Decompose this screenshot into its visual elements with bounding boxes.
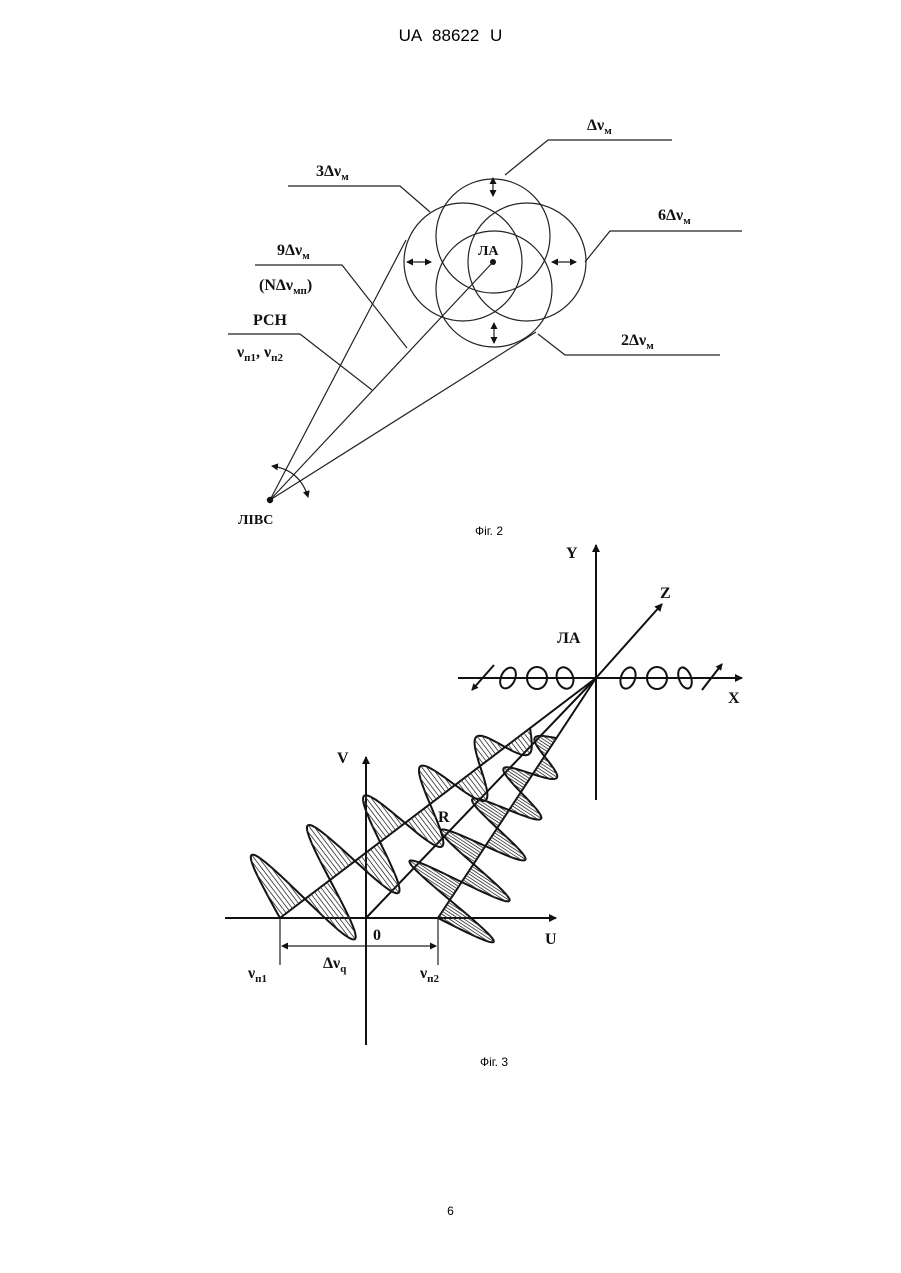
label-9-delta-vm: 9Δνм (277, 242, 310, 262)
label-n-delta-vmn: (NΔνмп) (259, 277, 312, 297)
wave1-hatch (420, 778, 436, 799)
wave1-hatch (267, 895, 283, 916)
wave1-hatch (324, 885, 350, 919)
label-origin: 0 (373, 927, 381, 944)
label-6-delta-vm: 6Δνм (658, 207, 691, 227)
figure-2-caption: Фіг. 2 (475, 524, 503, 538)
wave1-hatch (314, 892, 349, 938)
label-la: ЛА (478, 244, 499, 259)
ray-vn1 (280, 678, 596, 918)
label-vn1: νп1 (247, 965, 267, 985)
wave1-hatch (521, 735, 532, 749)
label-v-axis: V (337, 750, 349, 767)
label-rsn: РСН (253, 312, 288, 329)
figure-3: Y Z X ЛА V U 0 R νп1 (225, 545, 742, 1069)
label-z-axis: Z (660, 585, 671, 602)
wave2-hatch (469, 871, 507, 896)
label-2-delta-vm: 2Δνм (621, 332, 654, 352)
label-x-axis: X (728, 690, 740, 707)
wave1-hatch (363, 800, 389, 835)
wave2-hatch (443, 873, 460, 884)
wave1-hatch (325, 835, 349, 866)
label-delta-vq: Δνq (323, 955, 347, 975)
label-u-axis: U (545, 931, 557, 948)
livs-point (267, 497, 273, 503)
page-number: 6 (0, 1204, 901, 1218)
wave1-hatch (258, 857, 295, 906)
circle-top (436, 179, 550, 293)
leader-3-delta-vm (288, 186, 430, 212)
figure-2: Δνм 3Δνм 6Δνм 9Δνм (NΔνмп) ЛА РСН νп1, ν… (228, 117, 742, 538)
wave2-hatch (442, 834, 478, 858)
label-vn1-vn2: νп1, νп2 (236, 344, 283, 364)
leader-delta-vm (505, 140, 672, 175)
wave2-hatch (463, 880, 480, 891)
wave2-hatch (420, 874, 453, 896)
ray-to-center (270, 262, 493, 500)
wave1-hatch (370, 797, 396, 831)
label-delta-vm: Δνм (587, 117, 612, 137)
wave1-hatch (361, 856, 384, 886)
wave1-hatch (518, 738, 530, 754)
label-3-delta-vm: 3Δνм (316, 163, 349, 183)
leader-6-delta-vm (585, 231, 742, 262)
label-y-axis: Y (566, 545, 578, 562)
wave2-hatch (494, 833, 518, 849)
wave1-hatch (426, 766, 446, 792)
label-la: ЛА (557, 630, 581, 647)
wave1-hatch (311, 843, 336, 876)
figure-3-caption: Фіг. 3 (480, 1055, 508, 1069)
wave2-hatch (433, 886, 451, 898)
label-r: R (438, 809, 450, 826)
wave1-hatch (318, 890, 356, 940)
wave2-hatch (448, 902, 467, 914)
label-vn2: νп2 (419, 965, 439, 985)
label-livs: ЛІВС (238, 513, 273, 528)
wave1-hatch (414, 816, 437, 847)
wave1-hatch (251, 861, 289, 911)
